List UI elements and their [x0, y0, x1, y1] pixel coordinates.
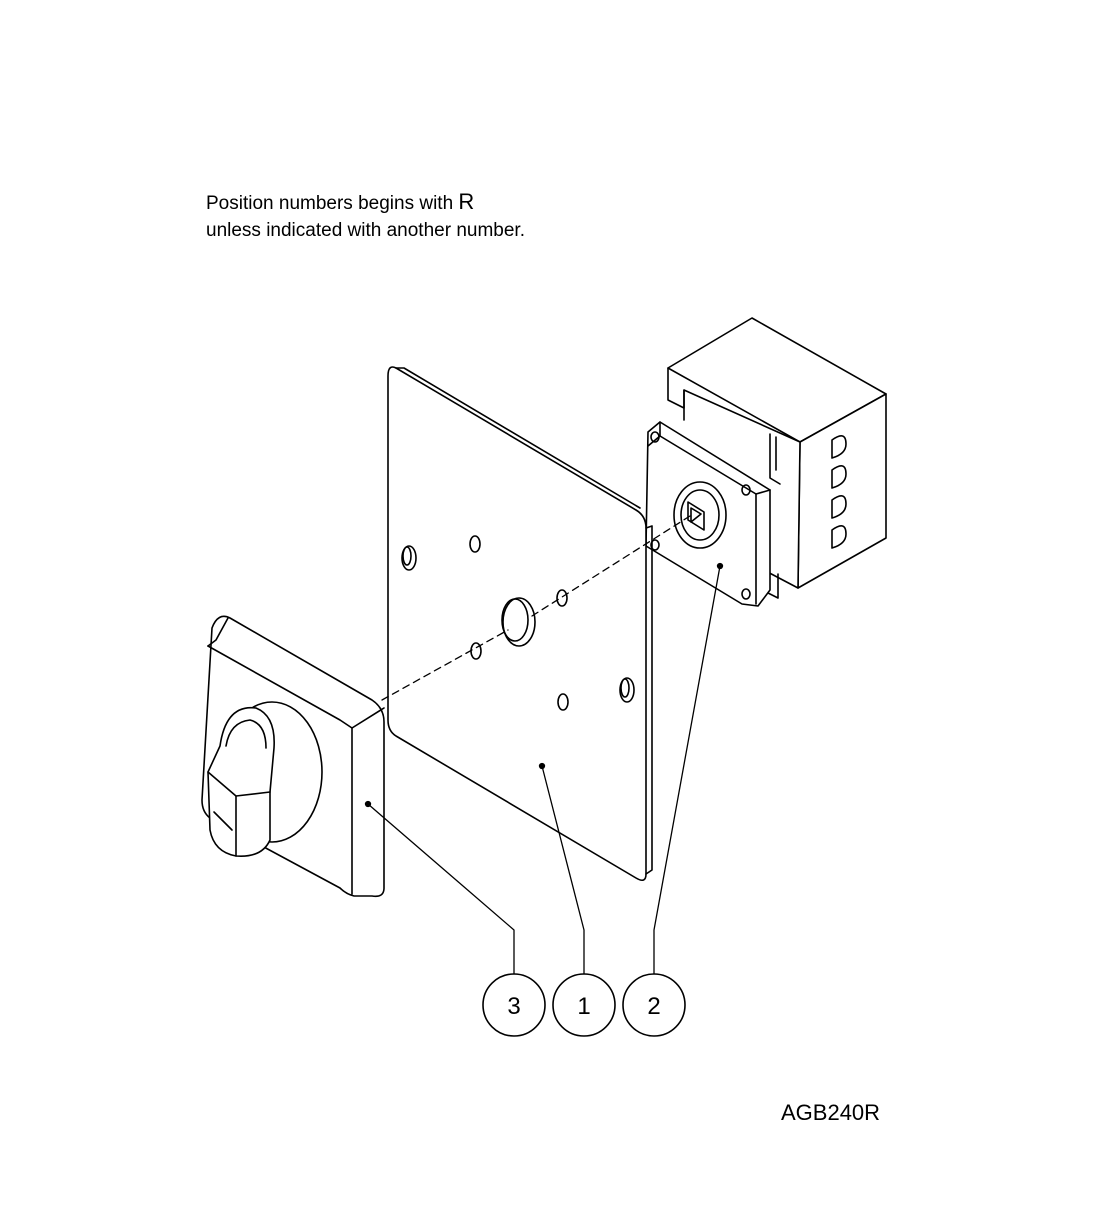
- leader-lines: [364, 562, 724, 975]
- handle: [201, 615, 385, 898]
- callout-label-3: 3: [507, 993, 520, 1020]
- callout-label-2: 2: [647, 993, 660, 1020]
- callout-bubble-2: 2: [622, 973, 686, 1037]
- switch-flange: [645, 421, 771, 607]
- callout-bubble-3: 3: [482, 973, 546, 1037]
- note-line-1: Position numbers begins with R: [206, 188, 525, 217]
- mounting-plate: [387, 366, 653, 882]
- drawing-id: AGB240R: [781, 1100, 881, 1125]
- note-prefix-letter: R: [458, 189, 475, 214]
- callout-label-1: 1: [577, 993, 590, 1020]
- note-line-1-text: Position numbers begins with: [206, 193, 454, 214]
- note-line-2: unless indicated with another number.: [206, 220, 525, 241]
- callout-bubble-1: 1: [552, 973, 616, 1037]
- position-note: Position numbers begins with R unless in…: [206, 188, 525, 244]
- centre-axis: [381, 515, 691, 701]
